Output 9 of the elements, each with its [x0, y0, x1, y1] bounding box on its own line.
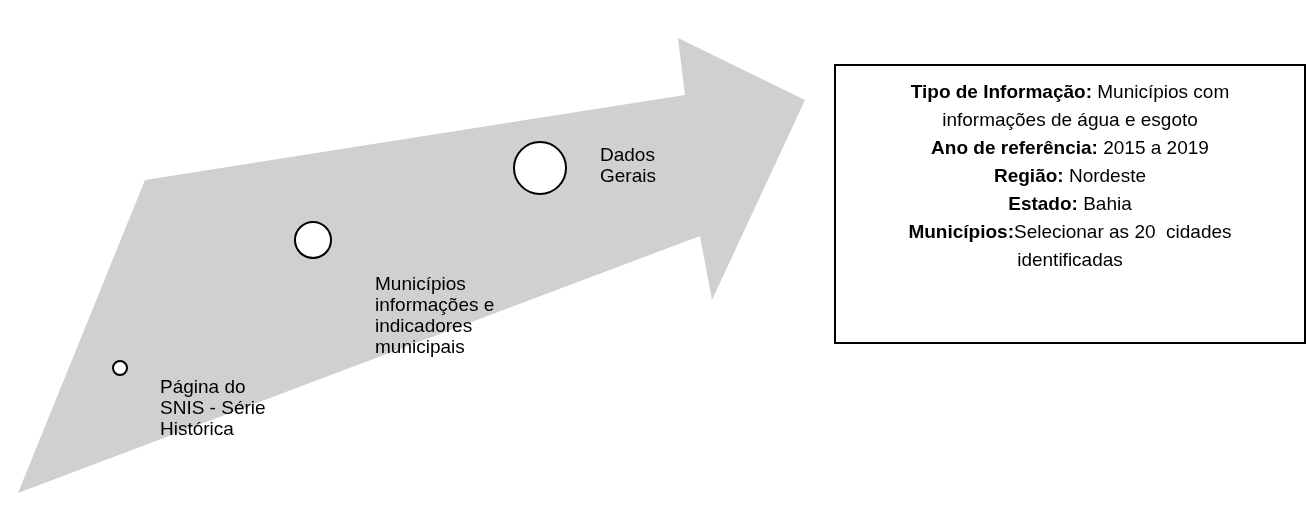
- info-box: [834, 64, 1306, 344]
- info-line: Municípios:Selecionar as 20 cidades identificadas: [907, 220, 1233, 272]
- info-line: Região: Nordeste: [992, 164, 1148, 188]
- step-label: Dados Gerais: [600, 144, 657, 186]
- info-line: Estado: Bahia: [1007, 192, 1133, 216]
- step-label: Municípios informações e indicadores municipais: [375, 273, 496, 357]
- step-label: Página do SNIS - Série Histórica: [160, 376, 267, 439]
- info-line: Ano de referência: 2015 a 2019: [930, 136, 1210, 160]
- info-line: Tipo de Informação: Municípios com informações de água e esgoto: [909, 80, 1231, 132]
